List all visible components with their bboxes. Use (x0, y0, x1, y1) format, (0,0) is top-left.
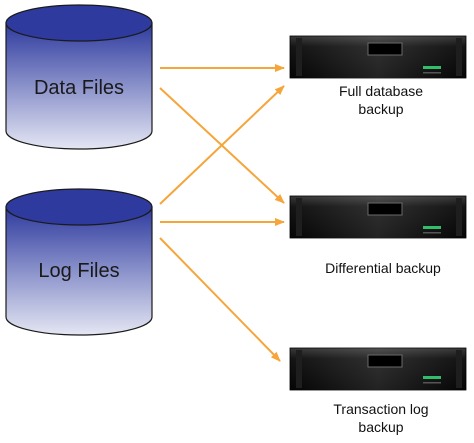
differential-backup-device-icon (289, 195, 467, 239)
arrow-log-to-transaction (159, 237, 281, 362)
arrow-log-to-full (159, 85, 285, 205)
transaction-log-backup-device-icon (289, 347, 467, 391)
transaction-log-backup-label: Transaction log backup (318, 400, 444, 436)
data-files-label: Data Files (33, 77, 125, 99)
full-backup-label-line2: backup (358, 101, 404, 117)
full-backup-label: Full database backup (318, 82, 444, 118)
transaction-log-backup-label-line2: backup (358, 419, 404, 435)
log-files-label: Log Files (38, 260, 120, 282)
full-backup-label-line1: Full database (338, 83, 424, 99)
data-files-cylinder (5, 4, 153, 150)
log-files-cylinder (5, 188, 153, 336)
differential-backup-label-line1: Differential backup (325, 260, 441, 276)
full-backup-device-icon (289, 35, 467, 79)
connector-arrows (159, 64, 285, 362)
transaction-log-backup-label-line1: Transaction log (333, 401, 429, 417)
differential-backup-label: Differential backup (300, 259, 466, 277)
